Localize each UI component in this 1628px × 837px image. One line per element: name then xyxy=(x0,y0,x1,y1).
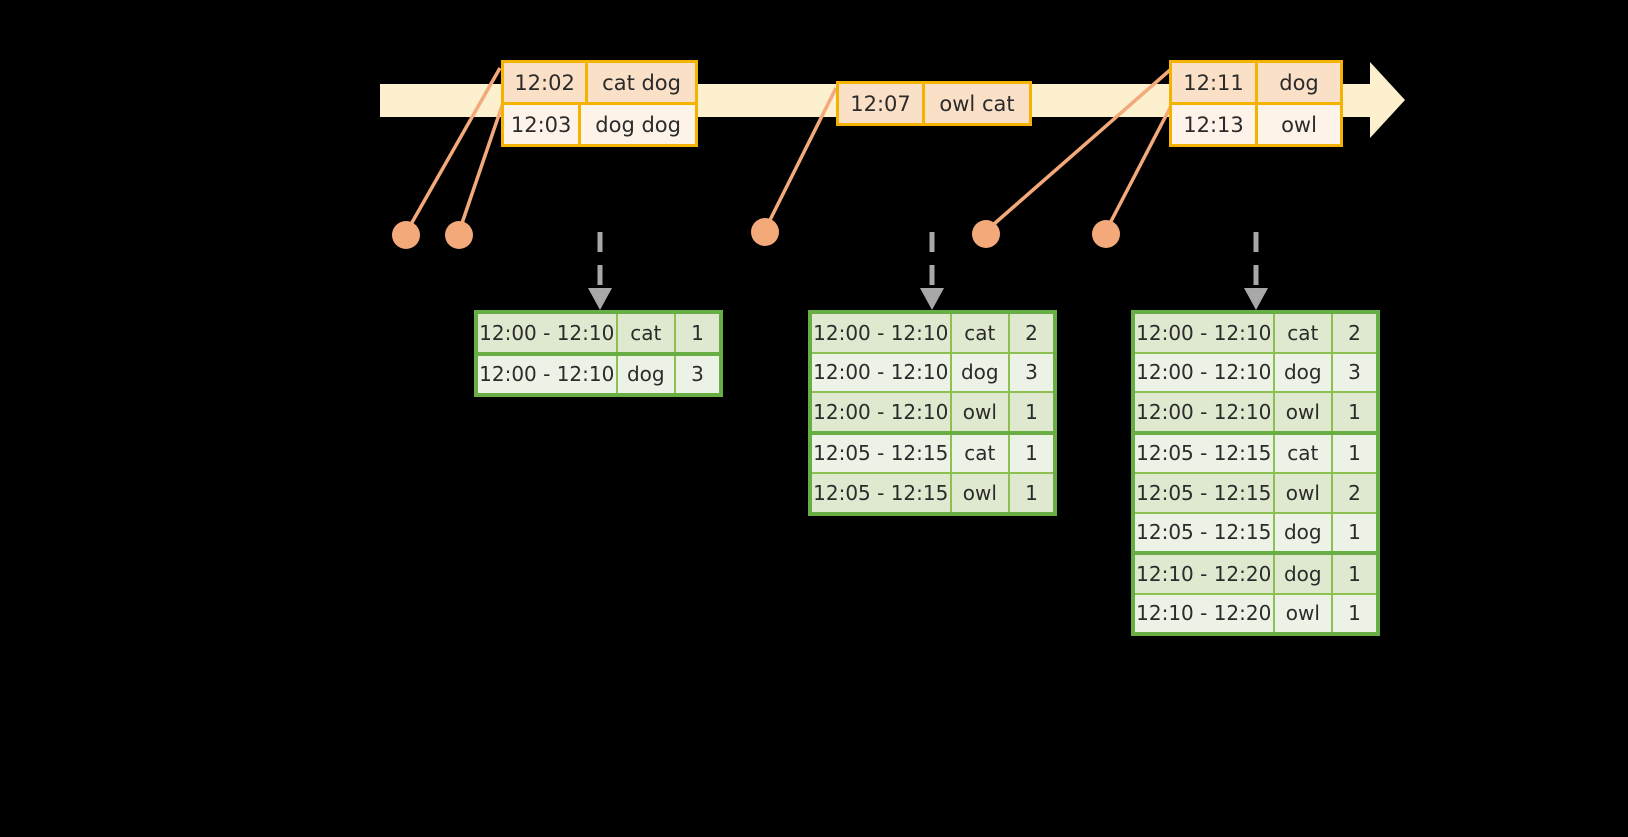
window-cell: 12:05 - 12:15 xyxy=(1135,513,1275,551)
dashed-arrow-2 xyxy=(920,232,944,310)
table-row: 12:05 - 12:15 dog 1 xyxy=(1135,513,1376,555)
table-row: 12:00 - 12:10 cat 2 xyxy=(812,314,1053,354)
count-cell: 3 xyxy=(691,362,704,387)
word-cell: owl xyxy=(1275,474,1334,512)
event-words: owl xyxy=(1281,112,1317,137)
word-cell: dog xyxy=(1275,353,1334,391)
event-box-1: 12:02 cat dog 12:03 dog dog xyxy=(501,60,698,147)
table-row: 12:05 - 12:15 owl 2 xyxy=(1135,474,1376,514)
event-row: 12:07 owl cat xyxy=(839,84,1029,123)
count-cell: 1 xyxy=(1025,480,1038,505)
result-table-1: 12:00 - 12:10 cat 1 12:00 - 12:10 dog 3 xyxy=(474,310,723,397)
event-dot-2 xyxy=(445,221,473,249)
connector-line-2 xyxy=(457,99,506,233)
event-time: 12:11 xyxy=(1172,63,1258,102)
event-words: dog dog xyxy=(595,112,681,137)
window-cell: 12:10 - 12:20 xyxy=(1135,594,1275,632)
count-cell: 1 xyxy=(1348,399,1361,424)
event-dot-1 xyxy=(392,221,420,249)
event-time: 12:03 xyxy=(504,105,582,144)
count-cell: 2 xyxy=(1348,480,1361,505)
count-cell: 1 xyxy=(1025,399,1038,424)
window-cell: 12:00 - 12:10 xyxy=(812,314,952,352)
window-cell: 12:00 - 12:10 xyxy=(1135,314,1275,352)
word-cell: owl xyxy=(1275,393,1334,431)
window-cell: 12:00 - 12:10 xyxy=(1135,353,1275,391)
result-table-2: 12:00 - 12:10 cat 2 12:00 - 12:10 dog 3 … xyxy=(808,310,1057,516)
table-row: 12:00 - 12:10 dog 3 xyxy=(1135,353,1376,393)
table-row: 12:05 - 12:15 cat 1 xyxy=(1135,434,1376,474)
count-cell: 1 xyxy=(1348,441,1361,466)
window-cell: 12:05 - 12:15 xyxy=(1135,474,1275,512)
count-cell: 3 xyxy=(1348,360,1361,385)
window-cell: 12:00 - 12:10 xyxy=(812,353,952,391)
table-row: 12:05 - 12:15 owl 1 xyxy=(812,474,1053,512)
word-cell: owl xyxy=(952,393,1011,431)
count-cell: 1 xyxy=(1348,520,1361,545)
count-cell: 1 xyxy=(1348,561,1361,586)
count-cell: 3 xyxy=(1025,360,1038,385)
count-cell: 1 xyxy=(691,320,704,345)
count-cell: 2 xyxy=(1025,320,1038,345)
result-table-3: 12:00 - 12:10 cat 2 12:00 - 12:10 dog 3 … xyxy=(1131,310,1380,636)
window-cell: 12:05 - 12:15 xyxy=(812,474,952,512)
table-row: 12:00 - 12:10 dog 3 xyxy=(478,355,719,393)
table-row: 12:00 - 12:10 cat 1 xyxy=(478,314,719,356)
word-cell: cat xyxy=(1275,434,1334,472)
count-cell: 2 xyxy=(1348,320,1361,345)
window-cell: 12:10 - 12:20 xyxy=(1135,555,1275,593)
event-words: cat dog xyxy=(602,70,681,95)
word-cell: dog xyxy=(1275,555,1334,593)
word-cell: cat xyxy=(952,314,1011,352)
word-cell: cat xyxy=(1275,314,1334,352)
connector-line-3 xyxy=(763,87,838,231)
word-cell: owl xyxy=(952,474,1011,512)
event-time: 12:07 xyxy=(839,84,925,123)
event-row: 12:11 dog xyxy=(1172,63,1340,102)
event-dot-5 xyxy=(1092,220,1120,248)
dashed-arrow-1 xyxy=(588,232,612,310)
table-row: 12:00 - 12:10 dog 3 xyxy=(812,353,1053,393)
event-dot-3 xyxy=(751,218,779,246)
event-row: 12:03 dog dog xyxy=(504,102,695,144)
word-cell: dog xyxy=(618,355,677,393)
table-row: 12:10 - 12:20 dog 1 xyxy=(1135,555,1376,595)
table-row: 12:05 - 12:15 cat 1 xyxy=(812,434,1053,474)
word-cell: dog xyxy=(952,353,1011,391)
window-cell: 12:00 - 12:10 xyxy=(478,314,618,352)
table-row: 12:10 - 12:20 owl 1 xyxy=(1135,594,1376,632)
event-time: 12:13 xyxy=(1172,105,1258,144)
word-cell: owl xyxy=(1275,594,1334,632)
connector-line-5 xyxy=(1104,103,1174,232)
table-row: 12:00 - 12:10 cat 2 xyxy=(1135,314,1376,354)
dashed-arrow-3 xyxy=(1244,232,1268,310)
window-cell: 12:00 - 12:10 xyxy=(478,355,618,393)
window-cell: 12:00 - 12:10 xyxy=(1135,393,1275,431)
event-row: 12:13 owl xyxy=(1172,102,1340,144)
word-cell: dog xyxy=(1275,513,1334,551)
table-row: 12:00 - 12:10 owl 1 xyxy=(812,393,1053,435)
event-box-3: 12:11 dog 12:13 owl xyxy=(1169,60,1343,147)
event-dot-4 xyxy=(972,220,1000,248)
word-cell: cat xyxy=(952,434,1011,472)
event-time: 12:02 xyxy=(504,63,589,102)
window-cell: 12:00 - 12:10 xyxy=(812,393,952,431)
table-row: 12:00 - 12:10 owl 1 xyxy=(1135,393,1376,435)
timeline-arrowhead xyxy=(1370,62,1405,138)
count-cell: 1 xyxy=(1025,441,1038,466)
window-cell: 12:05 - 12:15 xyxy=(1135,434,1275,472)
connector-line-1 xyxy=(404,67,502,234)
event-row: 12:02 cat dog xyxy=(504,63,695,102)
window-cell: 12:05 - 12:15 xyxy=(812,434,952,472)
event-words: dog xyxy=(1279,70,1319,95)
event-box-2: 12:07 owl cat xyxy=(836,81,1032,126)
event-words: owl cat xyxy=(939,91,1015,116)
word-cell: cat xyxy=(618,314,677,352)
count-cell: 1 xyxy=(1348,601,1361,626)
